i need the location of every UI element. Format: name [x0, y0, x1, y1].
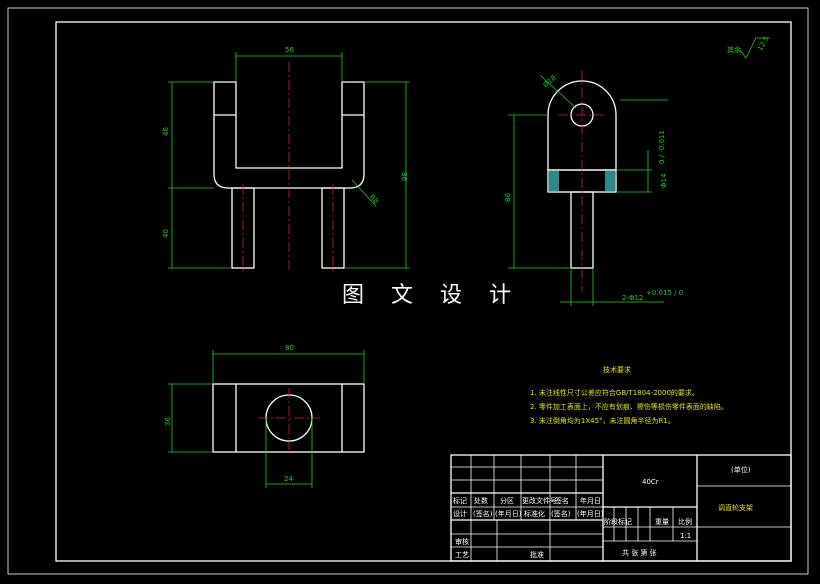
tech-req-title: 技术要求 — [603, 365, 631, 374]
tb-h2-2: (年月日) — [495, 509, 522, 518]
outer-border — [7, 7, 809, 575]
watermark-text: 图 文 设 计 — [342, 283, 521, 308]
drawing-frame — [55, 21, 792, 562]
tb-weight: 重量 — [655, 518, 669, 526]
tb-h2-1: (签名) — [473, 509, 493, 518]
tb-review: 审核 — [455, 537, 469, 546]
tech-req-item-3: 3. 未注倒角均为1X45°，未注圆角半径为R1。 — [530, 416, 675, 425]
tb-approve: 批准 — [530, 550, 544, 559]
front-view: 56 46 40 86 R8 — [162, 46, 410, 272]
tb-h2-5: (年月日) — [577, 509, 604, 518]
tb-stage: 阶段标记 — [604, 517, 632, 526]
tb-scale: 1:1 — [680, 532, 691, 540]
tb-h1-1: 处数 — [474, 496, 488, 505]
tb-sheets: 共 张 第 张 — [622, 548, 657, 557]
front-dim-left-lower: 40 — [162, 229, 170, 238]
tech-requirements: 技术要求 1. 未注线性尺寸公差应符合GB/T1804-2000的要求。 2. … — [530, 365, 728, 425]
side-head — [547, 80, 617, 171]
front-body — [213, 81, 365, 189]
top-view: 80 36 24 — [164, 344, 365, 488]
tb-h1-5: 年月日 — [580, 496, 601, 505]
top-dim-height: 36 — [164, 417, 172, 426]
tb-h1-2: 分区 — [500, 496, 514, 505]
tech-req-item-2: 2. 零件加工表面上，不应有划痕、擦伤等损伤零件表面的缺陷。 — [530, 402, 728, 411]
front-dim-right: 86 — [400, 172, 408, 181]
tb-h1-4: 签名 — [555, 496, 569, 505]
front-dim-top: 56 — [285, 46, 294, 54]
side-view: Ø18 80 Φ14 0 / -0.011 2-Φ12 +0.015 / 0 — [504, 70, 683, 306]
tb-scale-label: 比例 — [678, 517, 692, 526]
tb-process: 工艺 — [455, 551, 469, 559]
tb-part-name: 调直轮支架 — [718, 503, 753, 512]
tb-h2-0: 设计 — [453, 509, 467, 518]
roughness-value: 12.5 — [756, 35, 771, 53]
front-dim-left-upper: 46 — [162, 127, 170, 136]
front-dim-radius: R8 — [368, 193, 380, 205]
side-tol-bottom: +0.015 / 0 — [646, 289, 683, 297]
side-dim-shaft-side: Φ14 — [660, 173, 668, 188]
roughness-symbol: 其余 12.5 — [727, 35, 771, 59]
top-dim-width: 80 — [285, 344, 294, 352]
tb-h1-3: 更改文件号 — [522, 496, 557, 505]
tb-h1-0: 标记 — [453, 496, 467, 505]
title-block: 40Cr (单位) 调直轮支架 标记 处数 分区 更改文件号 签名 年月日 设计… — [450, 454, 792, 562]
tb-h2-3: 标准化 — [524, 509, 545, 518]
roughness-label: 其余 — [727, 45, 741, 54]
top-body — [212, 383, 365, 453]
tb-h2-4: (签名) — [551, 509, 571, 518]
side-dim-shaft-bottom: 2-Φ12 — [622, 294, 643, 302]
tb-school: (单位) — [731, 465, 751, 474]
tech-req-item-1: 1. 未注线性尺寸公差应符合GB/T1804-2000的要求。 — [530, 388, 699, 397]
side-dim-height: 80 — [504, 193, 512, 202]
top-dim-hole: 24 — [284, 475, 293, 483]
side-tol-side: 0 / -0.011 — [658, 130, 666, 164]
tb-material: 40Cr — [642, 478, 659, 486]
side-dim-hole: Ø18 — [542, 74, 558, 89]
